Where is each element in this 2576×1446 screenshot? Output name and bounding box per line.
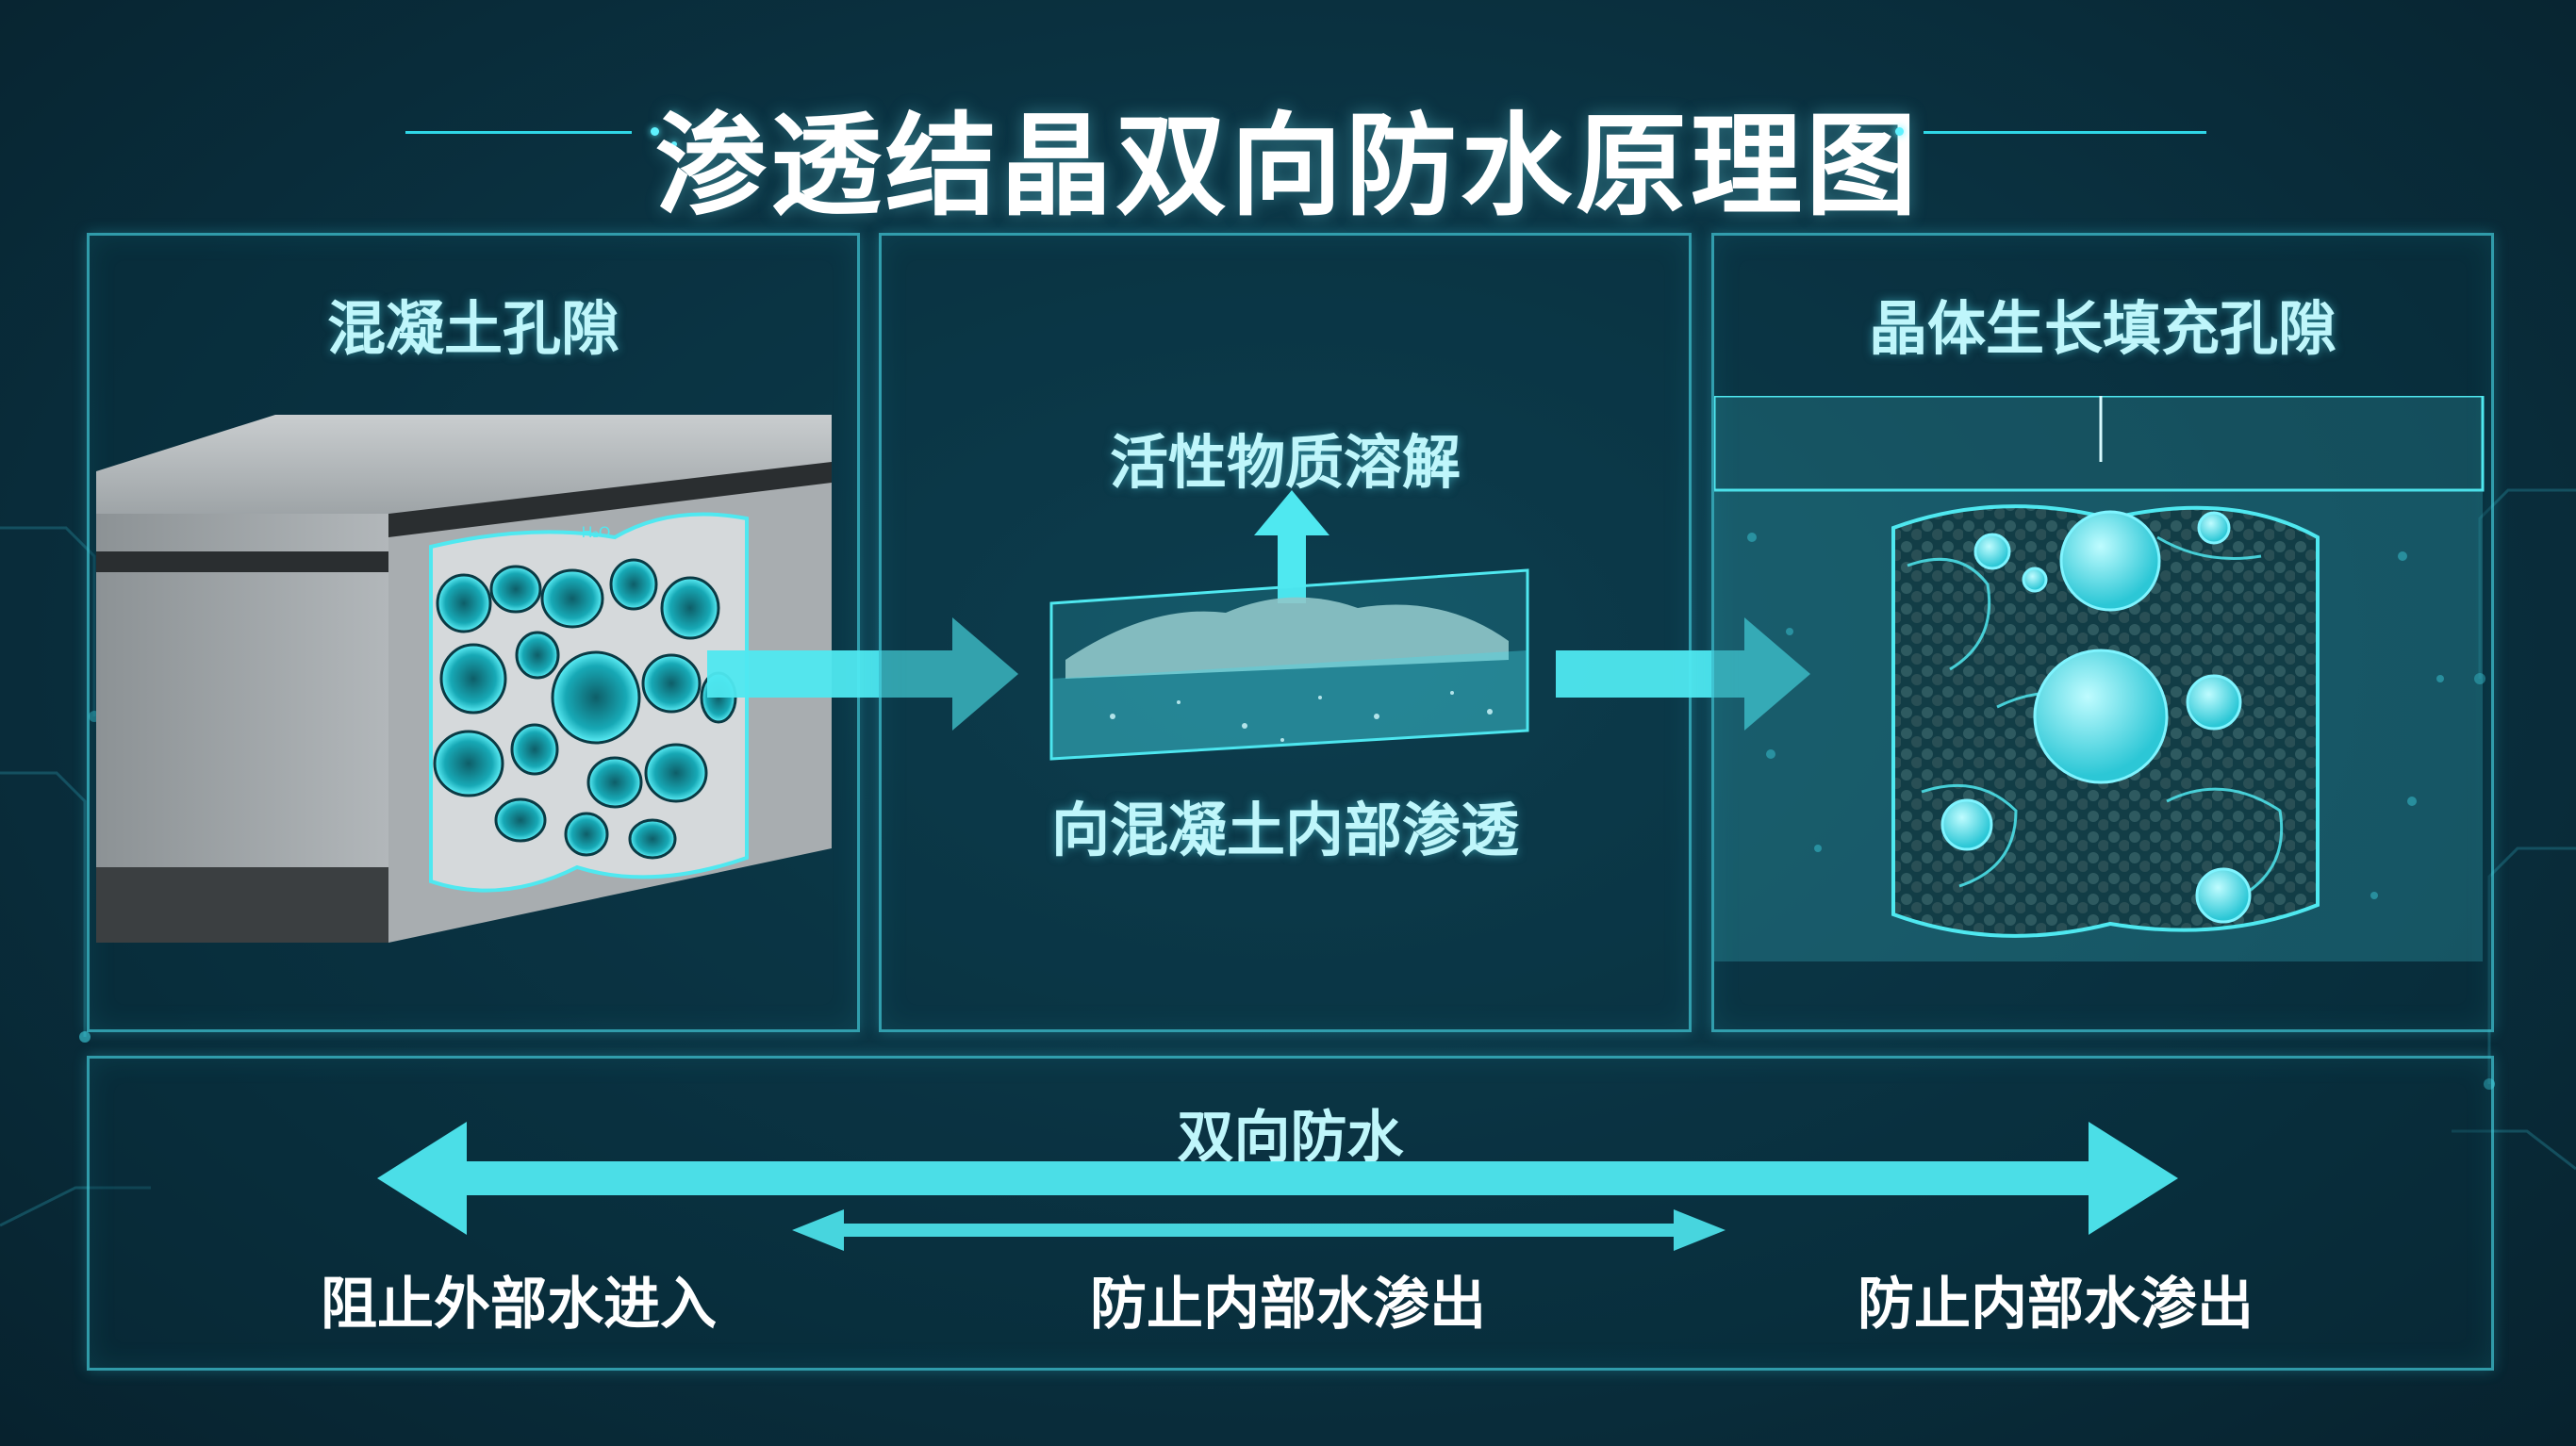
label-active-substance-dissolve: 活性物质溶解 <box>1109 428 1461 497</box>
title-dot-right <box>1895 127 1904 136</box>
label-block-external-water: 阻止外部水进入 <box>321 1272 717 1338</box>
title-dot-left-2 <box>671 113 677 119</box>
crystal-fill-illustration <box>1714 396 2485 961</box>
label-penetrate-concrete: 向混凝土内部渗透 <box>1050 796 1519 864</box>
title-dot-left-3 <box>671 141 677 147</box>
water-tag: H₂O <box>581 523 610 541</box>
concrete-block-illustration: H₂O <box>96 415 832 943</box>
label-prevent-internal-water-center: 防止内部水渗出 <box>1090 1272 1486 1338</box>
title-line-left <box>405 131 632 134</box>
panel-label-concrete-pores: 混凝土孔隙 <box>326 294 619 363</box>
page-title: 渗透结晶双向防水原理图 <box>654 101 1921 231</box>
arrow-right-1 <box>707 617 1018 731</box>
bidirectional-arrows <box>377 1122 2178 1251</box>
title-dot-left-1 <box>651 127 659 136</box>
title-line-right <box>1924 131 2206 134</box>
label-prevent-internal-water-right: 防止内部水渗出 <box>1858 1272 2254 1338</box>
panel-label-crystal-growth: 晶体生长填充孔隙 <box>1868 294 2337 363</box>
arrow-right-2 <box>1556 617 1810 731</box>
dissolving-container-illustration <box>1049 490 1529 761</box>
bottom-title: 双向防水 <box>1177 1105 1404 1171</box>
